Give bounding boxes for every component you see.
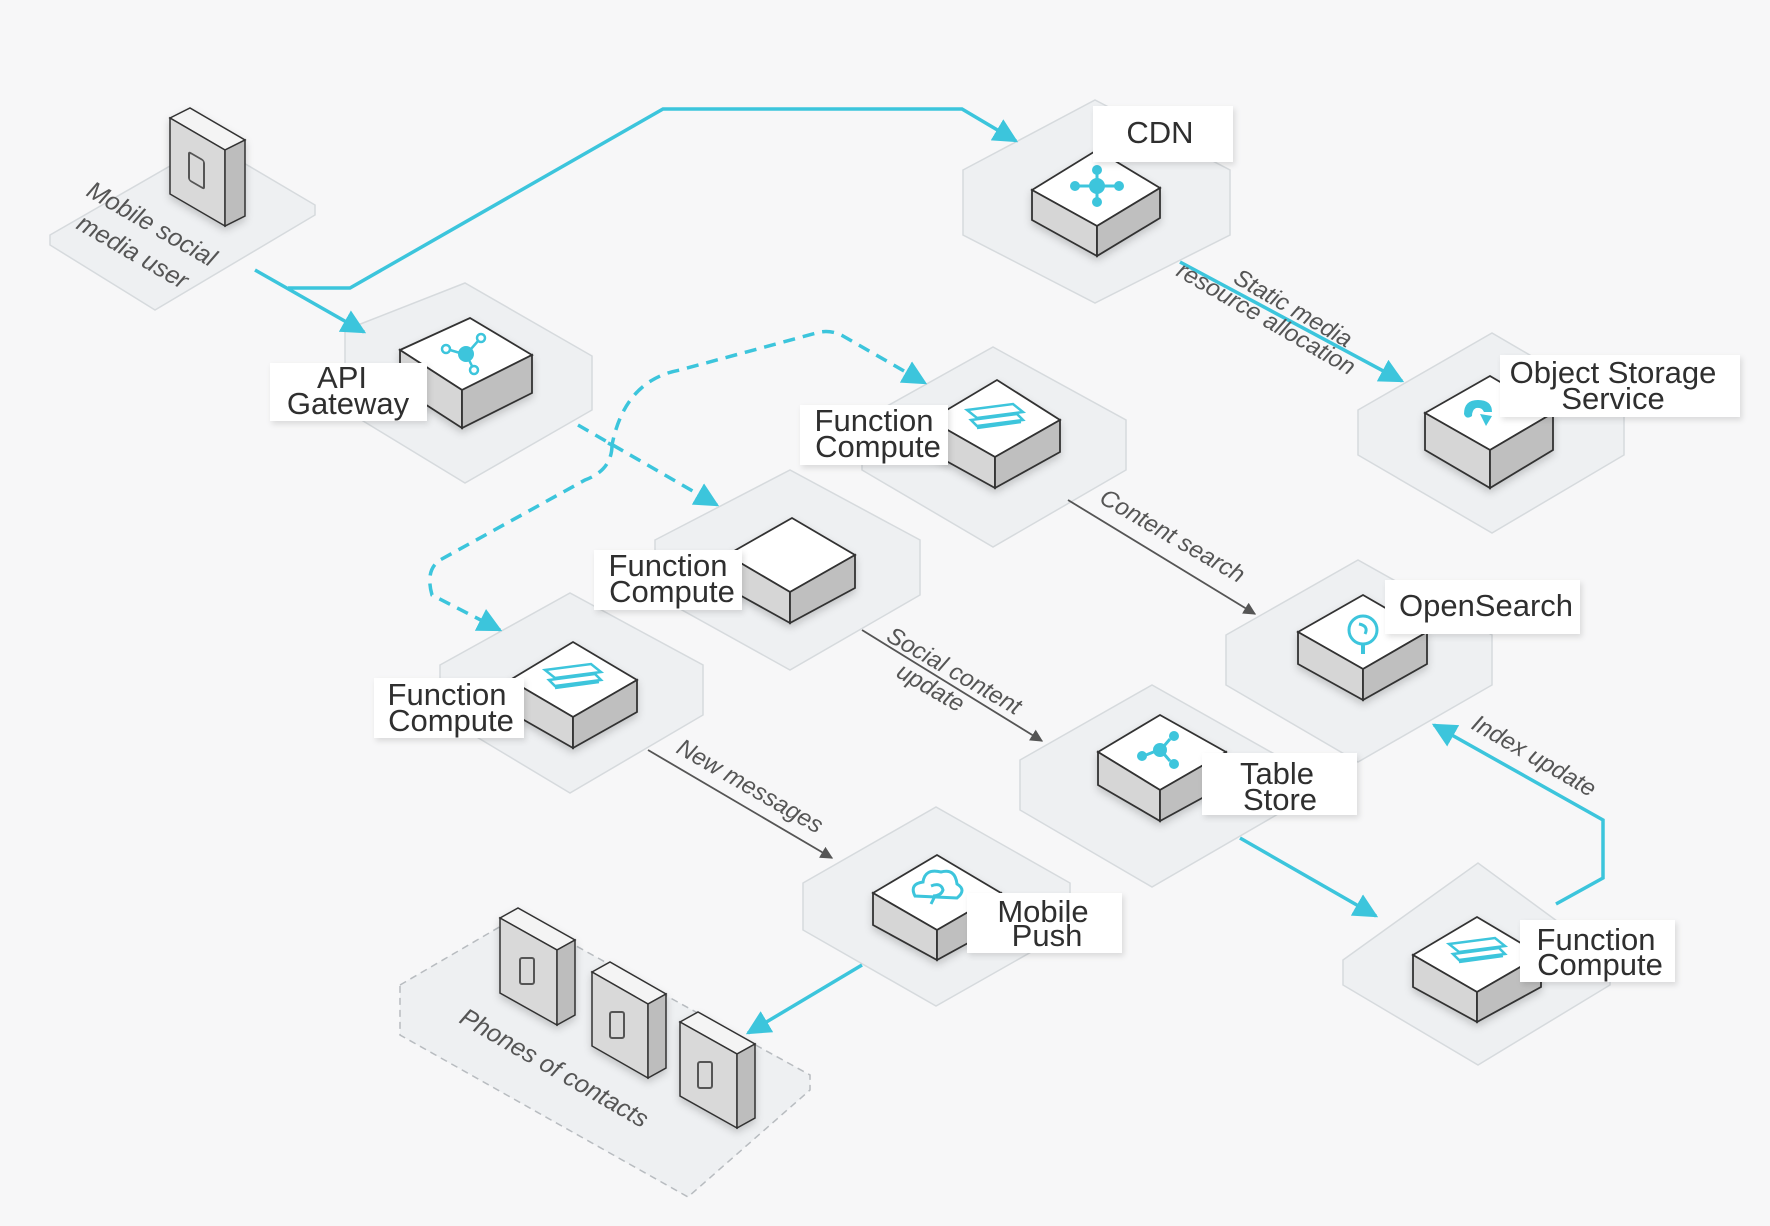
label-opensearch-1: OpenSearch [1399, 588, 1573, 623]
table-store-icon [1137, 731, 1179, 769]
node-mobile-user [168, 107, 247, 228]
edge-fc-tablestore [861, 629, 1044, 742]
label-fc-messages-1: Function [388, 677, 507, 712]
label-fc-social: Function Compute [594, 548, 742, 610]
label-opensearch: OpenSearch [1385, 580, 1580, 634]
phone-device-3 [678, 1011, 757, 1130]
edge-label-content-search: Content search [1095, 484, 1249, 589]
label-fc-messages: Function Compute [374, 677, 524, 738]
api-gateway-icon [440, 332, 487, 376]
label-fc-content-2: Compute [815, 429, 941, 464]
node-fc-social [725, 516, 857, 625]
label-table-store-1: Table [1240, 756, 1314, 791]
label-fc-content-1: Function [815, 403, 934, 438]
edge-apigw-fc-content [607, 329, 928, 448]
label-api-gateway-2: Gateway [287, 386, 410, 421]
node-fc-index [1411, 915, 1543, 1024]
phone-icon [697, 1061, 713, 1089]
label-table-store: Table Store [1202, 753, 1357, 817]
opensearch-icon [1347, 614, 1379, 654]
label-oss-2: Service [1561, 381, 1664, 416]
edge-fc-mobilepush [647, 749, 834, 859]
edge-user-cdn [288, 107, 1019, 290]
function-compute-icon [541, 662, 605, 690]
edge-cdn-oss [1179, 260, 1405, 383]
label-mobile-push-1: Mobile [997, 894, 1088, 929]
node-cdn [1030, 148, 1162, 258]
edges [254, 107, 1605, 1035]
label-api-gateway-1: API [317, 360, 367, 395]
node-labels: Mobile social media user API Gateway CDN… [72, 106, 1740, 1134]
label-fc-content: Function Compute [800, 403, 948, 465]
edge-label-new-messages: New messages [672, 734, 828, 839]
phone-icon [188, 151, 205, 190]
edge-mobilepush-phones [745, 963, 863, 1035]
label-fc-social-2: Compute [609, 574, 735, 609]
mobile-push-icon [911, 869, 964, 905]
label-table-store-2: Store [1243, 782, 1317, 817]
phone-icon [519, 957, 535, 985]
cdn-icon [1070, 165, 1124, 207]
label-oss-1: Object Storage [1510, 355, 1717, 390]
label-fc-index-2: Compute [1537, 947, 1663, 982]
edge-apigw-fc-messages [428, 444, 614, 632]
label-mobile-push-2: Push [1012, 918, 1083, 953]
edge-apigw-fc-social [577, 423, 720, 507]
node-fc-messages [508, 640, 639, 750]
phone-device-2 [590, 961, 668, 1080]
edge-fc-opensearch [1067, 499, 1257, 615]
node-phones [498, 907, 757, 1130]
function-compute-icon [963, 402, 1027, 430]
label-cdn-1: CDN [1126, 115, 1193, 150]
object-storage-icon [1464, 400, 1492, 426]
label-fc-social-1: Function [609, 548, 728, 583]
label-fc-messages-2: Compute [388, 703, 514, 738]
function-compute-icon [1445, 936, 1509, 964]
phone-device-1 [498, 907, 577, 1027]
label-mobile-push: Mobile Push [967, 893, 1122, 953]
label-fc-index: Function Compute [1520, 920, 1675, 982]
label-oss: Object Storage Service [1500, 355, 1740, 417]
edge-user-apigw [254, 268, 367, 334]
label-cdn: CDN [1093, 106, 1233, 162]
edge-tablestore-fcindex [1239, 836, 1379, 918]
label-fc-index-1: Function [1537, 922, 1656, 957]
label-api-gateway: API Gateway [270, 360, 427, 421]
phone-icon [609, 1011, 625, 1039]
edge-fcindex-opensearch [1431, 723, 1605, 906]
